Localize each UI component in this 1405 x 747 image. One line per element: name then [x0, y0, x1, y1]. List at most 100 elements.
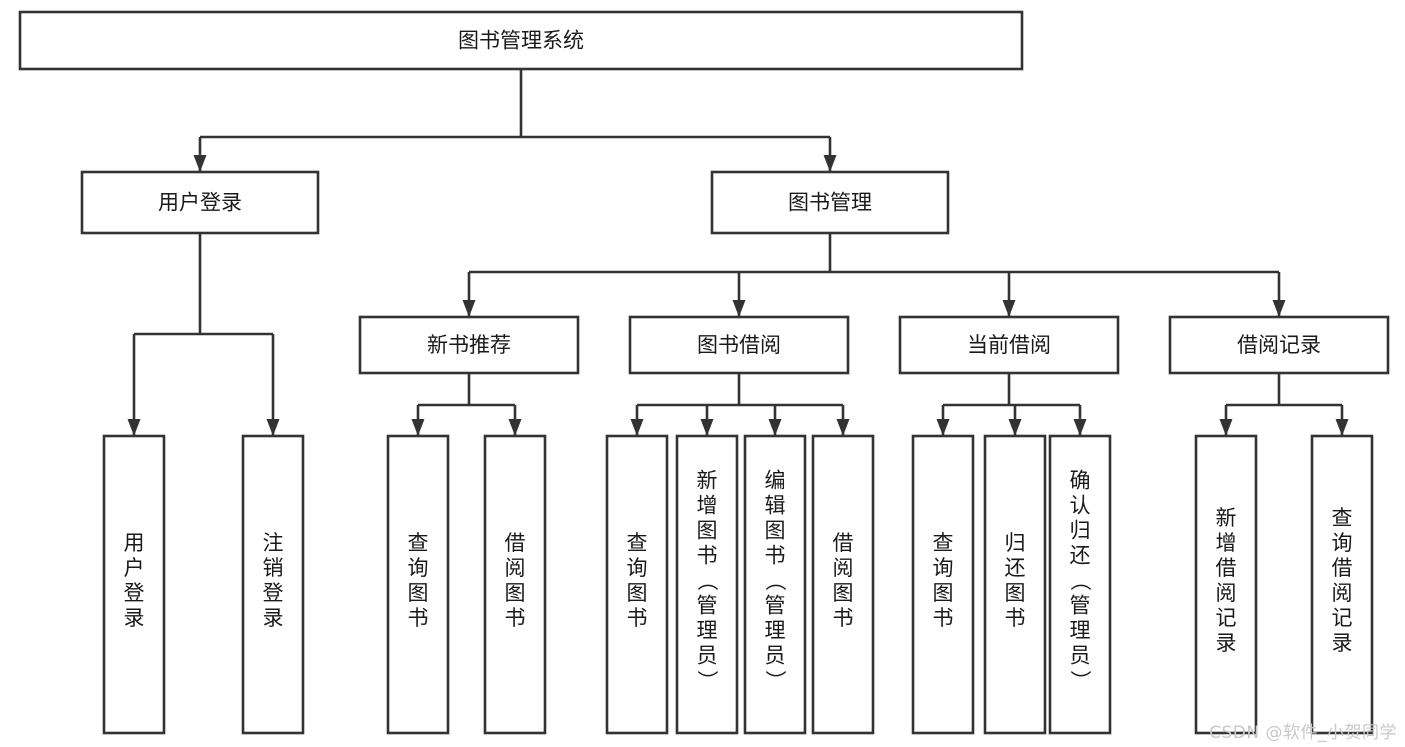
svg-text:记: 记 [1216, 606, 1237, 630]
svg-text:理: 理 [765, 619, 786, 643]
node-book-manage-label: 图书管理 [788, 191, 872, 215]
svg-text:管: 管 [697, 594, 718, 618]
svg-text:确: 确 [1070, 469, 1091, 493]
svg-text:录: 录 [1216, 631, 1237, 655]
node-leaf-query-book-cb-box [911, 434, 975, 735]
node-root-system[interactable]: 图书管理系统 [18, 10, 1024, 71]
svg-text:新: 新 [1216, 506, 1237, 530]
svg-text:销: 销 [263, 556, 284, 580]
svg-text:借: 借 [1216, 556, 1237, 580]
svg-text:图: 图 [627, 581, 648, 605]
node-book-manage-box [710, 170, 950, 235]
node-user-login-box [80, 170, 320, 235]
svg-text:图: 图 [408, 581, 429, 605]
svg-text:（: （ [763, 570, 787, 591]
svg-text:登: 登 [124, 581, 145, 605]
node-book-borrow[interactable]: 图书借阅 [628, 315, 850, 375]
svg-text:书: 书 [933, 606, 954, 630]
svg-text:查: 查 [627, 531, 648, 555]
node-leaf-query-record-box [1310, 434, 1374, 735]
node-leaf-borrow-book-rec-box [483, 434, 547, 735]
node-leaf-user-login-label: 用户登录 [124, 531, 145, 630]
node-root-system-label: 图书管理系统 [458, 29, 584, 53]
svg-text:增: 增 [1216, 531, 1237, 555]
node-current-borrow-label: 当前借阅 [967, 333, 1051, 357]
node-root-system-box [18, 10, 1024, 71]
svg-text:查: 查 [1332, 506, 1353, 530]
svg-text:）: ） [695, 670, 719, 691]
svg-text:借: 借 [833, 531, 854, 555]
node-leaf-edit-book-box [743, 434, 807, 735]
node-leaf-query-book-rec-box [386, 434, 450, 735]
node-book-borrow-box [628, 315, 850, 375]
node-leaf-user-logout-box [241, 434, 305, 735]
node-current-borrow[interactable]: 当前借阅 [898, 315, 1120, 375]
node-user-login-label: 用户登录 [158, 191, 242, 215]
svg-text:）: ） [763, 670, 787, 691]
svg-text:辑: 辑 [765, 494, 786, 518]
node-new-book-recommend-label: 新书推荐 [427, 333, 511, 357]
node-user-login[interactable]: 用户登录 [80, 170, 320, 235]
node-leaf-query-book-bb-box [605, 434, 669, 735]
svg-text:员: 员 [1070, 644, 1091, 668]
node-book-manage[interactable]: 图书管理 [710, 170, 950, 235]
svg-text:新: 新 [697, 469, 718, 493]
svg-text:理: 理 [697, 619, 718, 643]
node-borrow-record[interactable]: 借阅记录 [1168, 315, 1390, 375]
node-borrow-record-label: 借阅记录 [1237, 333, 1321, 357]
svg-text:图: 图 [833, 581, 854, 605]
node-leaf-user-login[interactable]: 用户登录 [102, 434, 166, 735]
node-new-book-recommend[interactable]: 新书推荐 [358, 315, 580, 375]
connector-layer [127, 69, 1349, 436]
svg-text:书: 书 [408, 606, 429, 630]
node-new-book-recommend-box [358, 315, 580, 375]
svg-text:归: 归 [1070, 519, 1091, 543]
node-borrow-record-box [1168, 315, 1390, 375]
node-leaf-user-login-box [102, 434, 166, 735]
svg-text:图: 图 [933, 581, 954, 605]
svg-text:录: 录 [124, 606, 145, 630]
svg-text:（: （ [1068, 570, 1092, 591]
svg-text:询: 询 [1332, 531, 1353, 555]
svg-text:记: 记 [1332, 606, 1353, 630]
svg-text:询: 询 [933, 556, 954, 580]
svg-text:查: 查 [933, 531, 954, 555]
svg-text:管: 管 [765, 594, 786, 618]
svg-text:图: 图 [505, 581, 526, 605]
svg-text:图: 图 [1005, 581, 1026, 605]
svg-text:查: 查 [408, 531, 429, 555]
svg-text:还: 还 [1070, 544, 1091, 568]
svg-text:书: 书 [1005, 606, 1026, 630]
svg-text:管: 管 [1070, 594, 1091, 618]
svg-text:归: 归 [1005, 531, 1026, 555]
svg-text:理: 理 [1070, 619, 1091, 643]
svg-text:书: 书 [833, 606, 854, 630]
svg-text:借: 借 [1332, 556, 1353, 580]
svg-text:认: 认 [1070, 494, 1091, 518]
node-current-borrow-box [898, 315, 1120, 375]
